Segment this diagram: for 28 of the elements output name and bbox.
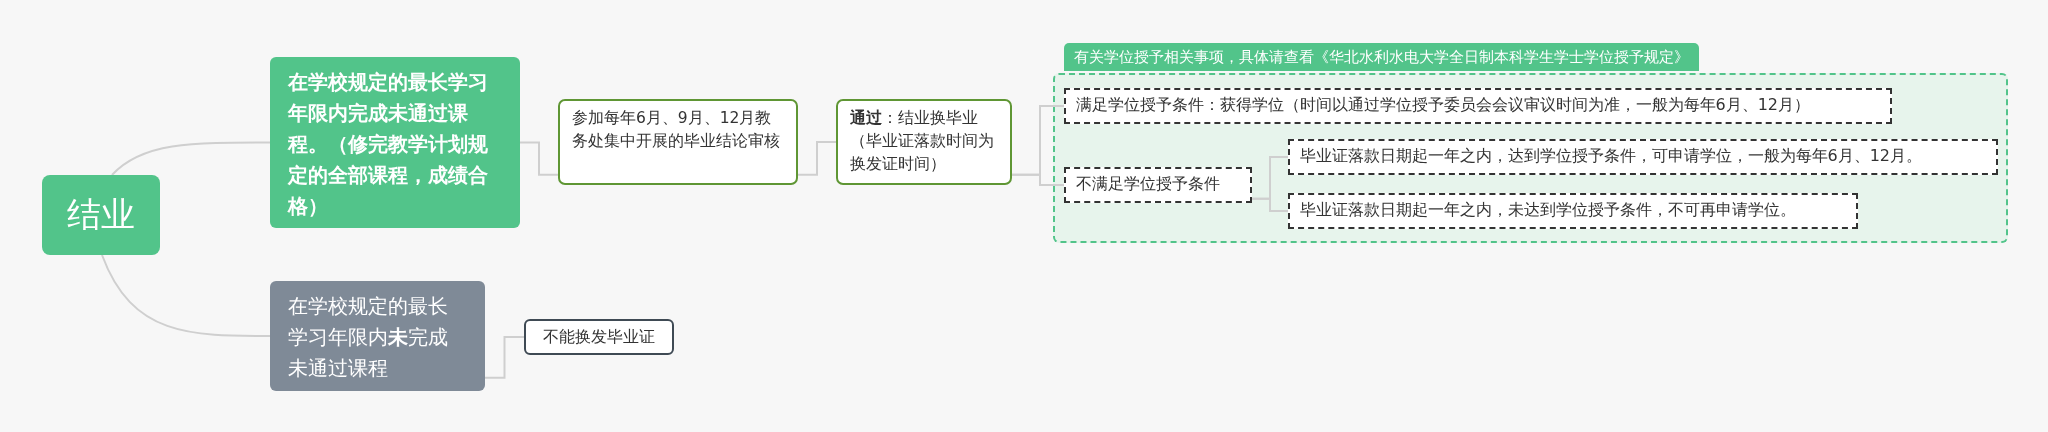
topic-text: 在学校规定的最长学习年限内未完成未通过课程 (288, 293, 449, 381)
dashed-topic-box (1063, 166, 1252, 203)
connector-line (484, 336, 525, 379)
topic-text: 满足学位授予条件：获得学位（时间以通过学位授予委员会会议审议时间为准，一般为每年6月、12月） (1075, 95, 1811, 116)
dashed-topic-box (1287, 192, 1858, 229)
topic-text: 毕业证落款日期起一年之内，达到学位授予条件，可申请学位，一般为每年6月、12月。 (1299, 146, 1923, 167)
topic-text: 在学校规定的最长学习年限内完成未通过课程。（修完教学计划规定的全部课程，成绩合格） (288, 69, 489, 218)
connector-line (111, 141, 271, 176)
topic-box (270, 57, 520, 228)
topic-text: 结业 (67, 193, 135, 236)
connector-line (1251, 197, 1289, 212)
topic-text: 通过：结业换毕业（毕业证落款时间为换发证时间） (850, 108, 995, 175)
dashed-topic-box (1287, 138, 1998, 175)
topic-box (836, 99, 1012, 185)
connector-line (519, 141, 559, 176)
topic-text: 不能换发毕业证 (543, 326, 655, 348)
connector-line (797, 141, 837, 176)
topic-text: 毕业证落款日期起一年之内，未达到学位授予条件，不可再申请学位。 (1299, 200, 1796, 221)
topic-text: 不满足学位授予条件 (1075, 174, 1220, 195)
topic-box (558, 99, 798, 185)
connector-line (1011, 173, 1065, 186)
topic-box (524, 319, 674, 355)
group-heading-tag: 有关学位授予相关事项，具体请查看《华北水利水电大学全日制本科学生学士学位授予规定》 (1064, 43, 1699, 71)
dashed-topic-box (1063, 87, 1892, 124)
topic-text: 参加每年6月、9月、12月教务处集中开展的毕业结论审核 (572, 108, 781, 152)
connector-line (101, 254, 271, 337)
root-topic-box (42, 175, 160, 255)
topic-box (270, 281, 485, 391)
